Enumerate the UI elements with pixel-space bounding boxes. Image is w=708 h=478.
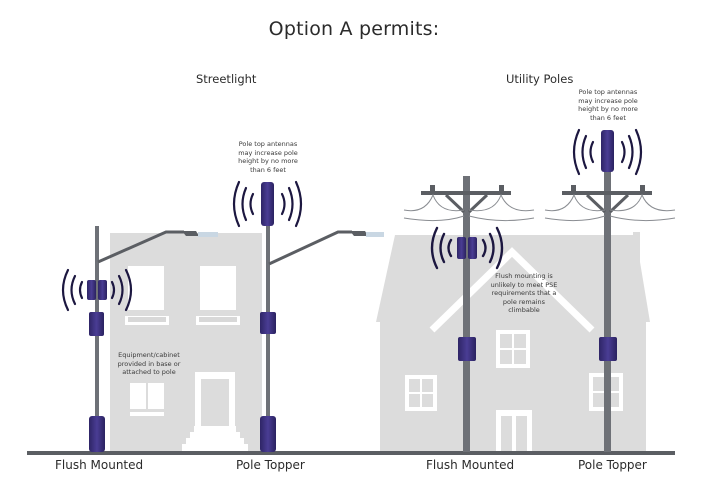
utility-pole-topper (544, 128, 676, 452)
equipment-box (89, 312, 104, 336)
label-utility-flush-mounted: Flush Mounted (426, 458, 515, 472)
equipment-cabinet (260, 416, 276, 452)
antenna (98, 280, 107, 300)
window (128, 266, 164, 310)
streetlight-flush-mounted (61, 226, 218, 452)
signal-waves-icon (572, 128, 643, 176)
window (496, 330, 530, 368)
page-title: Option A permits: (268, 18, 440, 40)
streetlight-pole-topper (232, 180, 384, 452)
equipment-cabinet (89, 416, 105, 452)
equipment-box (599, 337, 617, 361)
note-flush-mount-pse: Flush mounting is unlikely to meet PSE r… (490, 272, 558, 315)
note-equipment-cabinet: Equipment/cabinet provided in base or at… (117, 351, 181, 377)
crossarm (421, 191, 511, 195)
left-building (110, 233, 262, 452)
signal-waves-icon (232, 180, 303, 228)
label-streetlight-pole-topper: Pole Topper (236, 458, 305, 472)
lamp-head (350, 231, 368, 236)
lamp-head (182, 231, 199, 236)
antenna (261, 182, 274, 226)
lamp-light (198, 232, 218, 237)
crossarm (562, 191, 652, 195)
utility-pole-flush-mounted (403, 176, 535, 452)
antenna (601, 130, 614, 172)
equipment-box (458, 337, 476, 361)
window (200, 266, 236, 310)
steps (182, 426, 248, 452)
right-house (376, 200, 650, 452)
label-streetlight-flush-mounted: Flush Mounted (55, 458, 144, 472)
pole (604, 170, 611, 452)
window (405, 375, 437, 411)
antenna (87, 280, 96, 300)
pole (463, 176, 470, 452)
door (496, 410, 532, 452)
antenna (457, 237, 466, 259)
power-wires (403, 193, 535, 222)
label-utility-pole-topper: Pole Topper (578, 458, 647, 472)
section-heading-utility-poles: Utility Poles (506, 72, 574, 86)
section-heading-streetlight: Streetlight (196, 72, 257, 86)
pole (266, 226, 270, 452)
signal-waves-icon (430, 226, 504, 270)
note-utility-pole-top: Pole top antennas may increase pole heig… (578, 88, 638, 122)
note-streetlight-pole-top: Pole top antennas may increase pole heig… (238, 140, 298, 174)
power-wires (544, 193, 676, 222)
equipment-box (260, 312, 276, 334)
lamp-light (366, 232, 384, 237)
ground-line (27, 451, 675, 455)
signal-waves-icon (61, 268, 133, 312)
antenna (468, 237, 477, 259)
pole (95, 226, 99, 452)
